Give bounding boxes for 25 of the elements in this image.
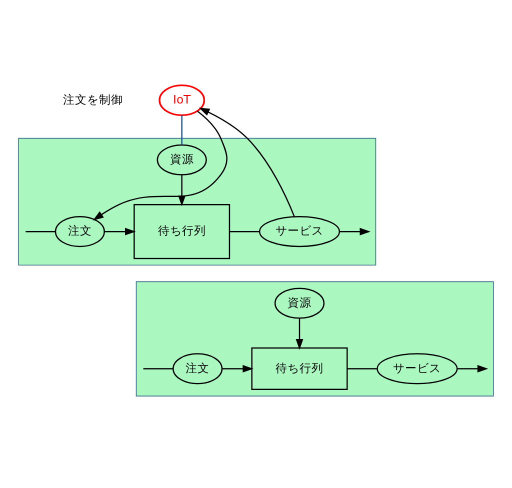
connector [26, 230, 56, 232]
node-ellipse: 資源 [156, 144, 207, 176]
connector [347, 368, 378, 370]
arrow [92, 110, 228, 221]
arrow [222, 364, 254, 372]
node-ellipse: サービス [258, 216, 340, 248]
connector [143, 368, 174, 370]
arrow [339, 228, 371, 236]
arrow [457, 364, 488, 372]
label: 注文を制御 [63, 92, 124, 106]
node-box: 待ち行列 [134, 204, 230, 260]
arrow [296, 318, 304, 350]
arrow [198, 108, 295, 217]
node-ellipse: 資源 [274, 288, 325, 319]
cluster [136, 281, 494, 396]
node-ellipse: 注文 [54, 216, 105, 248]
node-box: 待ち行列 [251, 347, 348, 390]
node-ellipse: 注文 [172, 353, 223, 384]
node-ellipse: サービス [376, 353, 458, 384]
node-ellipse: IoT [158, 84, 206, 116]
connector [181, 115, 182, 145]
arrow [104, 228, 136, 236]
arrow [178, 174, 186, 206]
cluster [18, 138, 376, 266]
connector [230, 230, 260, 232]
